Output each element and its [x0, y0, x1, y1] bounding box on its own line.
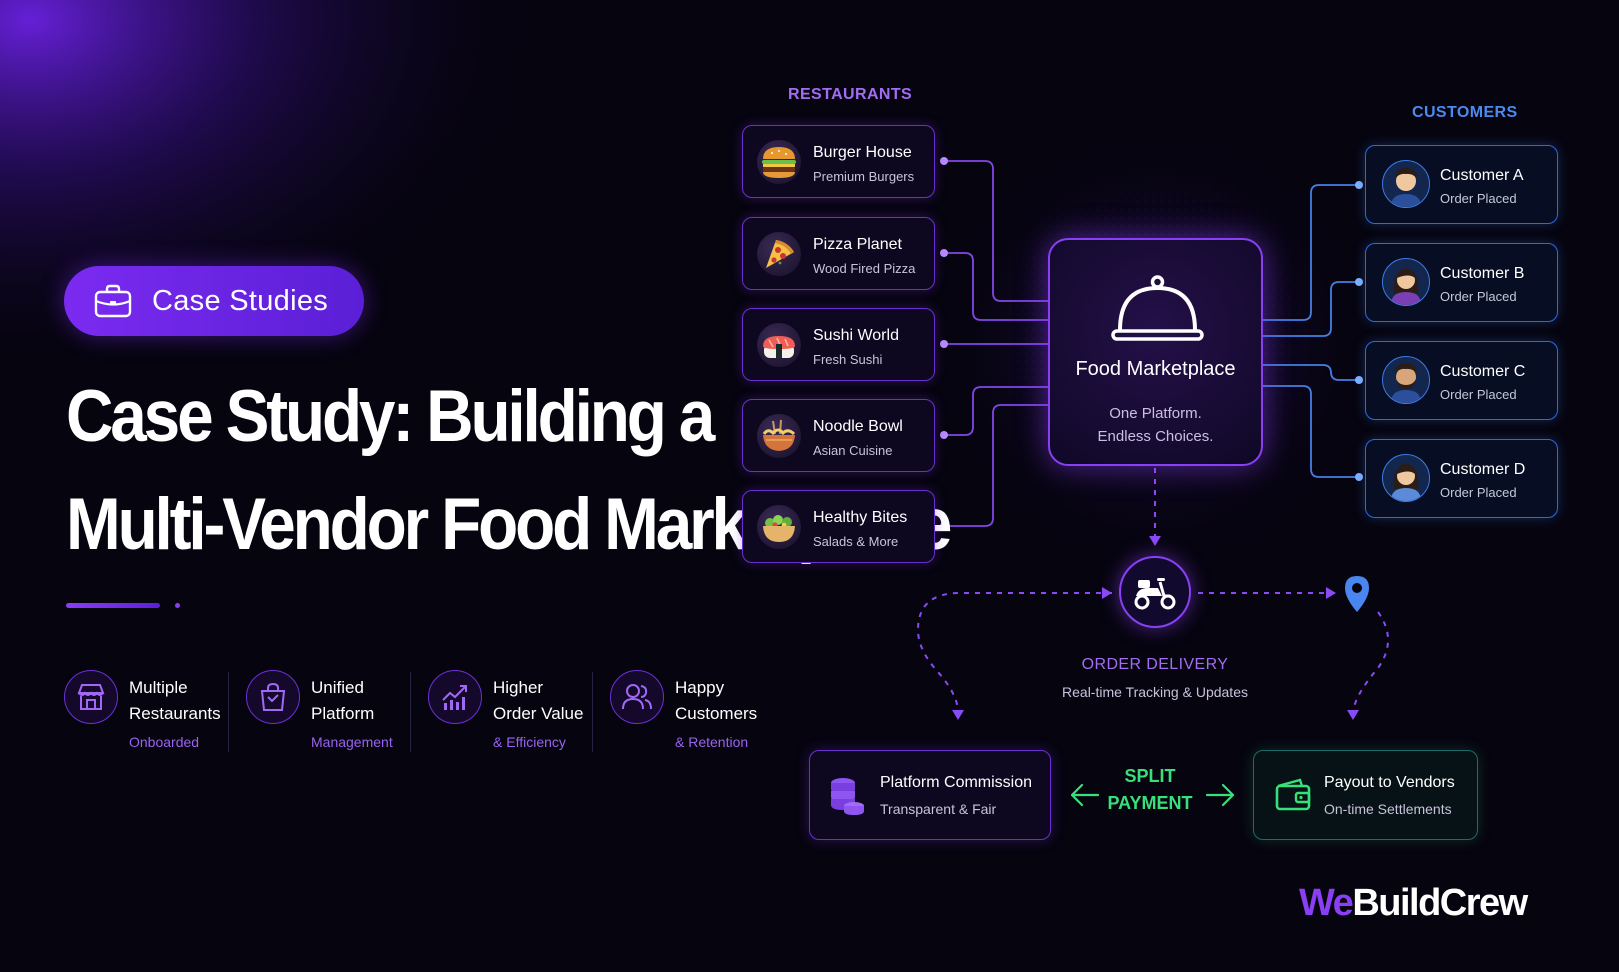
- split-line-1: SPLIT: [1124, 766, 1176, 786]
- storefront-icon: [64, 670, 118, 724]
- case-studies-badge[interactable]: Case Studies: [64, 266, 364, 336]
- restaurant-connectors: [945, 160, 1048, 527]
- sushi-icon: [757, 323, 801, 367]
- restaurant-card-pizza-planet[interactable]: Pizza Planet Wood Fired Pizza: [742, 217, 935, 290]
- feature-sub: Management: [311, 734, 393, 750]
- customer-name: Customer A: [1440, 167, 1524, 184]
- commission-subtitle: Transparent & Fair: [880, 801, 997, 817]
- brand-we: We: [1299, 882, 1354, 924]
- restaurant-name: Burger House: [813, 144, 912, 161]
- split-line-2: PAYMENT: [1107, 793, 1193, 813]
- feature-line-1: Unified: [311, 678, 364, 697]
- coins-icon: [831, 778, 864, 815]
- customer-card-b[interactable]: Customer B Order Placed: [1365, 243, 1558, 322]
- customer-card-d[interactable]: Customer D Order Placed: [1365, 439, 1558, 518]
- customer-name: Customer D: [1440, 461, 1526, 478]
- feature-sub: & Retention: [675, 734, 749, 750]
- scooter-icon: [1119, 556, 1191, 628]
- restaurant-sub: Fresh Sushi: [813, 352, 883, 367]
- split-arrows: [1070, 783, 1235, 807]
- restaurant-name: Sushi World: [813, 327, 899, 344]
- restaurant-name: Healthy Bites: [813, 509, 908, 526]
- feature-sub: & Efficiency: [493, 734, 566, 750]
- cloche-icon: [1111, 275, 1204, 341]
- customers-label: CUSTOMERS: [1412, 104, 1518, 121]
- order-delivery-title: ORDER DELIVERY: [1081, 656, 1229, 673]
- payout-subtitle: On-time Settlements: [1324, 801, 1452, 817]
- commission-title: Platform Commission: [880, 774, 1033, 791]
- badge-label: Case Studies: [152, 284, 329, 317]
- order-delivery-subtitle: Real-time Tracking & Updates: [1062, 684, 1248, 700]
- feature-line-2: Order Value: [493, 704, 584, 723]
- feature-line-2: Restaurants: [129, 704, 221, 723]
- customer-status: Order Placed: [1440, 289, 1517, 304]
- payout-to-vendors-card[interactable]: Payout to Vendors On-time Settlements: [1253, 750, 1478, 840]
- customer-status: Order Placed: [1440, 191, 1517, 206]
- customer-status: Order Placed: [1440, 485, 1517, 500]
- restaurant-sub: Wood Fired Pizza: [813, 261, 916, 276]
- feature-sub: Onboarded: [129, 734, 200, 750]
- customer-status: Order Placed: [1440, 387, 1517, 402]
- platform-commission-card[interactable]: Platform Commission Transparent & Fair: [809, 750, 1051, 840]
- restaurant-card-sushi-world[interactable]: Sushi World Fresh Sushi: [742, 308, 935, 381]
- restaurant-sub: Premium Burgers: [813, 169, 915, 184]
- restaurant-connector-dots: [940, 157, 948, 530]
- burger-icon: [757, 140, 801, 184]
- briefcase-icon: [94, 284, 132, 318]
- avatar-icon: [1382, 258, 1430, 306]
- customer-card-c[interactable]: Customer C Order Placed: [1365, 341, 1558, 420]
- hub-title: Food Marketplace: [1075, 358, 1236, 380]
- headline-underline: [66, 603, 160, 608]
- feature-line-1: Higher: [493, 678, 544, 697]
- feature-divider: [410, 672, 411, 752]
- restaurant-sub: Salads & More: [813, 534, 899, 549]
- customer-name: Customer B: [1440, 265, 1525, 282]
- brand-buildcrew: BuildCrew: [1352, 882, 1528, 924]
- restaurants-label: RESTAURANTS: [788, 86, 913, 103]
- webuildcrew-logo: WeBuildCrew: [1299, 882, 1528, 925]
- headline-line-1: Case Study: Building a: [66, 376, 715, 457]
- restaurant-card-noodle-bowl[interactable]: Noodle Bowl Asian Cuisine: [742, 399, 935, 472]
- hub-subtitle-line-1: One Platform.: [1109, 405, 1202, 422]
- split-payment-label: SPLIT PAYMENT: [1100, 763, 1200, 817]
- restaurant-name: Noodle Bowl: [813, 418, 903, 435]
- restaurant-card-healthy-bites[interactable]: Healthy Bites Salads & More: [742, 490, 935, 563]
- location-pin-icon: [1345, 576, 1369, 612]
- hub-subtitle-line-2: Endless Choices.: [1097, 428, 1214, 445]
- feature-line-2: Platform: [311, 704, 375, 723]
- restaurant-card-burger-house[interactable]: Burger House Premium Burgers: [742, 125, 935, 198]
- feature-line-1: Multiple: [129, 678, 188, 697]
- restaurant-sub: Asian Cuisine: [813, 443, 893, 458]
- customer-connectors: [1263, 184, 1360, 478]
- feature-divider: [592, 672, 593, 752]
- customer-connector-dots: [1355, 181, 1363, 481]
- noodle-icon: [757, 414, 801, 458]
- headline-underline-dot: [175, 603, 180, 608]
- hub-subtitle: One Platform. Endless Choices.: [1050, 402, 1261, 448]
- feature-line-2: Customers: [675, 704, 758, 723]
- users-icon: [610, 670, 664, 724]
- salad-icon: [757, 505, 801, 549]
- pizza-icon: [757, 232, 801, 276]
- customer-card-a[interactable]: Customer A Order Placed: [1365, 145, 1558, 224]
- delivery-paths: [916, 468, 1389, 713]
- payout-title: Payout to Vendors: [1324, 774, 1455, 791]
- restaurant-name: Pizza Planet: [813, 236, 902, 253]
- shopping-bag-icon: [246, 670, 300, 724]
- growth-chart-icon: [428, 670, 482, 724]
- avatar-icon: [1382, 160, 1430, 208]
- feature-line-1: Happy: [675, 678, 725, 697]
- food-marketplace-hub: Food Marketplace One Platform. Endless C…: [1048, 238, 1263, 466]
- avatar-icon: [1382, 454, 1430, 502]
- wallet-icon: [1275, 778, 1311, 811]
- avatar-icon: [1382, 356, 1430, 404]
- feature-divider: [228, 672, 229, 752]
- delivery-arrows: [952, 536, 1359, 720]
- customer-name: Customer C: [1440, 363, 1526, 380]
